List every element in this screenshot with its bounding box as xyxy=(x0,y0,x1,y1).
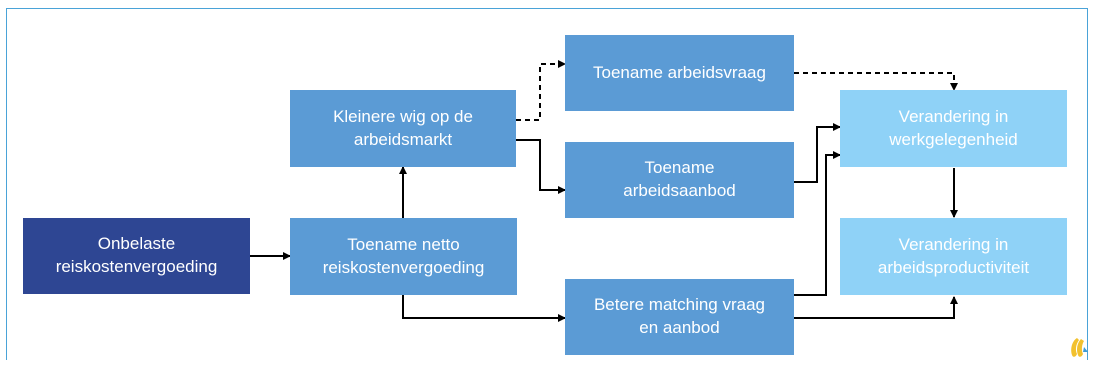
diagram-frame xyxy=(6,8,1088,360)
arrow-toename-aanbod-to-werkgelegenheid xyxy=(794,123,841,183)
arrow-toename-netto-to-betere-matching xyxy=(402,295,566,322)
arrow-kleinere-wig-to-toename-aanbod xyxy=(516,139,566,194)
node-toename-arbeidsaanbod: Toename arbeidsaanbod xyxy=(565,142,794,218)
arrow-kleinere-wig-to-toename-vraag xyxy=(516,60,566,121)
node-kleinere-wig-arbeidsmarkt: Kleinere wig op de arbeidsmarkt xyxy=(290,90,516,167)
node-toename-netto-reiskostenvergoeding: Toename netto reiskostenvergoeding xyxy=(290,218,517,295)
arrow-betere-matching-to-productiviteit xyxy=(794,296,958,319)
logo-icon xyxy=(1071,338,1088,357)
node-verandering-werkgelegenheid: Verandering in werkgelegenheid xyxy=(840,90,1067,167)
node-toename-arbeidsvraag: Toename arbeidsvraag xyxy=(565,35,794,111)
node-onbelaste-reiskostenvergoeding: Onbelaste reiskostenvergoeding xyxy=(23,218,250,294)
node-betere-matching-vraag-aanbod: Betere matching vraag en aanbod xyxy=(565,279,794,355)
node-verandering-arbeidsproductiviteit: Verandering in arbeidsproductiviteit xyxy=(840,218,1067,295)
arrow-betere-matching-to-werkgelegenheid xyxy=(794,151,841,296)
arrow-toename-vraag-to-werkgelegenheid xyxy=(794,72,958,91)
